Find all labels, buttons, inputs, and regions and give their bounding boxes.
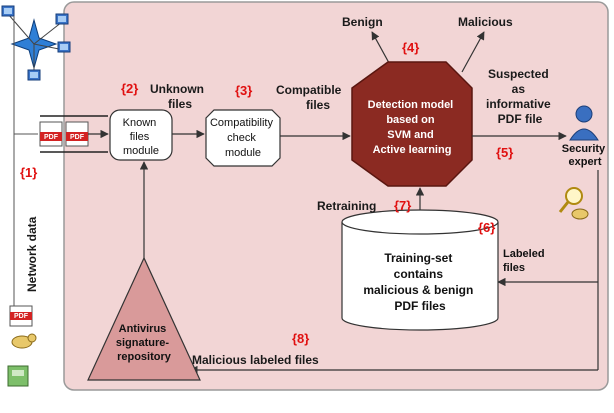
detection-model — [351, 61, 473, 187]
known-files-module — [109, 109, 173, 161]
pdf-document-icon: PDF — [65, 121, 89, 147]
malicious-label: Malicious — [458, 15, 513, 29]
training-set-text: Training-set contains malicious & benign… — [363, 251, 476, 313]
network-star-icon — [7, 13, 65, 72]
computer-icon — [1, 5, 15, 17]
step-5: {5} — [496, 145, 513, 160]
security-expert-label: Security expert — [562, 143, 608, 168]
pdf-document-icon: PDF — [9, 305, 33, 327]
computer-icon — [55, 13, 69, 25]
step-7: {7} — [394, 198, 411, 213]
step-4: {4} — [402, 40, 419, 55]
pdf-document-icon: PDF — [39, 121, 63, 147]
step-6: {6} — [478, 220, 495, 235]
user-icon — [569, 105, 599, 141]
labeled-files-label: Labeled files — [503, 248, 548, 274]
antivirus-repository — [87, 256, 201, 381]
compatible-files-label: Compatible files — [276, 83, 345, 112]
step-2: {2} — [121, 81, 138, 96]
arrow-to-malicious — [461, 31, 485, 73]
bug-icon — [571, 208, 589, 220]
benign-label: Benign — [342, 15, 383, 29]
server-icon — [7, 365, 29, 387]
svg-text:PDF: PDF — [44, 134, 59, 141]
compatibility-check-module — [205, 109, 281, 167]
step-8: {8} — [292, 331, 309, 346]
step-3: {3} — [235, 83, 252, 98]
magnifier-icon — [558, 187, 583, 213]
computer-icon — [27, 69, 41, 81]
step-1: {1} — [20, 165, 37, 180]
bug-icon — [11, 333, 37, 349]
svg-text:PDF: PDF — [14, 313, 29, 320]
computer-icon — [57, 41, 71, 53]
malicious-labeled-files-label: Malicious labeled files — [192, 353, 319, 367]
antivirus-text: Antivirus signature- repository — [116, 323, 172, 363]
unknown-files-label: Unknown files — [150, 82, 207, 111]
svg-text:PDF: PDF — [70, 134, 85, 141]
detection-model-text: Detection model based on SVM and Active … — [368, 99, 457, 156]
compatibility-text: Compatibility check module — [210, 117, 276, 159]
training-set — [341, 209, 499, 331]
retraining-label: Retraining — [317, 199, 376, 213]
network-data-label: Network data — [25, 216, 39, 292]
suspected-label: Suspected as informative PDF file — [486, 67, 554, 126]
known-files-text: Known files module — [123, 117, 160, 157]
